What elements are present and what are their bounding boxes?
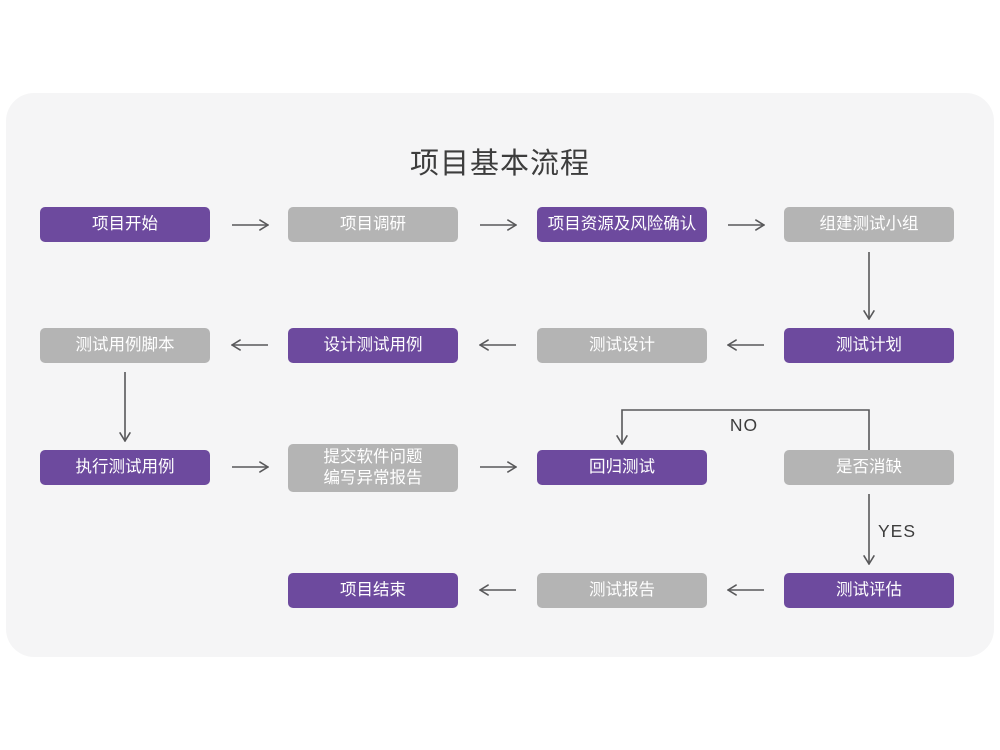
flowchart-card (6, 93, 994, 657)
flow-node-defect-cleared: 是否消缺 (784, 450, 954, 485)
flow-node-submit-report: 提交软件问题编写异常报告 (288, 444, 458, 492)
node-label: 测试设计 (589, 336, 655, 354)
flow-node-test-design: 测试设计 (537, 328, 707, 363)
diagram-title: 项目基本流程 (409, 148, 590, 180)
flow-node-build-team: 组建测试小组 (784, 207, 954, 242)
flow-node-case-script: 测试用例脚本 (40, 328, 210, 363)
flow-node-test-eval: 测试评估 (784, 573, 954, 608)
node-label: 执行测试用例 (75, 458, 175, 476)
node-label: 项目结束 (340, 581, 406, 599)
node-label: 项目开始 (92, 215, 158, 233)
node-label: 提交软件问题 (323, 448, 423, 466)
node-label: 设计测试用例 (323, 336, 423, 354)
node-label: 测试报告 (589, 581, 655, 599)
flow-node-regression: 回归测试 (537, 450, 707, 485)
node-label: 是否消缺 (836, 458, 902, 476)
node-label: 测试计划 (836, 336, 902, 354)
flow-node-test-report: 测试报告 (537, 573, 707, 608)
node-label: 回归测试 (589, 458, 655, 476)
node-label: 测试评估 (836, 581, 902, 599)
flow-node-design-case: 设计测试用例 (288, 328, 458, 363)
flow-node-end: 项目结束 (288, 573, 458, 608)
node-label: 项目调研 (340, 215, 406, 233)
node-label: 编写异常报告 (323, 469, 423, 487)
edge-label-no: NO (729, 415, 759, 435)
edge-label-yes: YES (878, 521, 917, 541)
flow-node-research: 项目调研 (288, 207, 458, 242)
node-label: 组建测试小组 (819, 215, 919, 233)
flow-node-test-plan: 测试计划 (784, 328, 954, 363)
node-label: 项目资源及风险确认 (547, 215, 697, 233)
flow-node-execute-case: 执行测试用例 (40, 450, 210, 485)
flow-node-start: 项目开始 (40, 207, 210, 242)
flow-node-resource-risk: 项目资源及风险确认 (537, 207, 707, 242)
node-label: 测试用例脚本 (75, 336, 175, 354)
